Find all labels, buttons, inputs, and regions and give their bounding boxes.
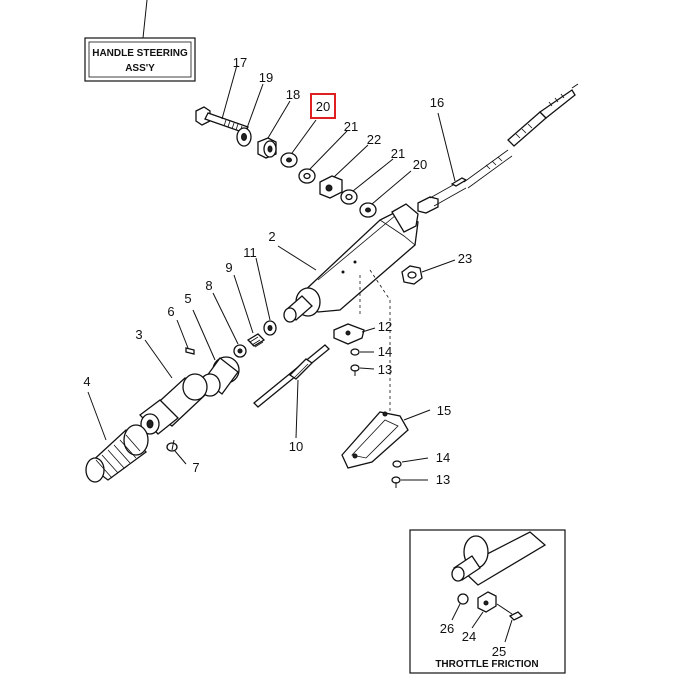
cover-15 (341, 409, 431, 469)
washer-8 (212, 292, 247, 358)
callout-9: 9 (225, 260, 232, 275)
collar-18 (257, 100, 291, 159)
callout-12: 12 (378, 319, 392, 334)
callout-25: 25 (492, 644, 506, 659)
washer-21-upper (298, 130, 348, 184)
throttle-rod-10 (253, 344, 330, 439)
callout-13-lower: 13 (436, 472, 450, 487)
spring-11 (255, 257, 277, 336)
holder-3 (139, 339, 208, 435)
callout-16: 16 (430, 95, 444, 110)
callout-22: 22 (367, 132, 381, 147)
screw-13-upper (350, 364, 375, 376)
washer-20-lower (359, 170, 412, 218)
callout-2: 2 (268, 229, 275, 244)
throttle-friction-inset: THROTTLE FRICTION (409, 529, 566, 674)
callout-15: 15 (437, 403, 451, 418)
title-line-1: HANDLE STEERING (92, 48, 188, 59)
callout-6: 6 (167, 304, 174, 319)
bushing-22 (319, 144, 369, 199)
callout-18: 18 (286, 87, 300, 102)
callout-14-upper: 14 (378, 344, 392, 359)
washer-14-lower (392, 457, 429, 468)
callout-20-lower: 20 (413, 157, 427, 172)
callout-10: 10 (289, 439, 303, 454)
callout-14-lower: 14 (436, 450, 450, 465)
bracket-12 (333, 323, 376, 345)
title-box: HANDLE STEERING ASS'Y (84, 0, 196, 82)
callout-21-upper: 21 (344, 119, 358, 134)
callout-3: 3 (135, 327, 142, 342)
washer-14-upper (350, 348, 374, 356)
callout-20-highlighted: 20 (316, 99, 330, 114)
callout-11: 11 (243, 245, 257, 260)
nut-23 (401, 259, 456, 285)
callout-24: 24 (462, 629, 476, 644)
callout-7: 7 (192, 460, 199, 475)
callout-4: 4 (83, 374, 90, 389)
callout-13-upper: 13 (378, 362, 392, 377)
callout-19: 19 (259, 70, 273, 85)
callout-23: 23 (458, 251, 472, 266)
washer-20-upper (280, 119, 317, 168)
pin-6 (176, 319, 195, 355)
washer-21-lower (340, 158, 394, 205)
screw-7 (166, 439, 187, 465)
callout-21-lower: 21 (391, 146, 405, 161)
steering-handle-2 (277, 203, 419, 420)
callout-26: 26 (440, 621, 454, 636)
highlight-box (310, 93, 336, 119)
washer-19 (236, 83, 264, 147)
collar-5 (192, 309, 240, 397)
throttle-cable-16 (417, 83, 579, 214)
inset-caption: THROTTLE FRICTION (435, 659, 538, 670)
title-line-2: ASS'Y (125, 63, 155, 74)
callout-5: 5 (184, 291, 191, 306)
bolt-17 (195, 64, 249, 134)
callout-labels: 17 19 18 20 21 22 21 20 16 23 2 11 9 8 5… (83, 55, 506, 659)
callout-17: 17 (233, 55, 247, 70)
callout-8: 8 (205, 278, 212, 293)
screw-13-lower (391, 476, 428, 488)
grip-4 (85, 391, 149, 483)
spring-9 (233, 274, 266, 348)
